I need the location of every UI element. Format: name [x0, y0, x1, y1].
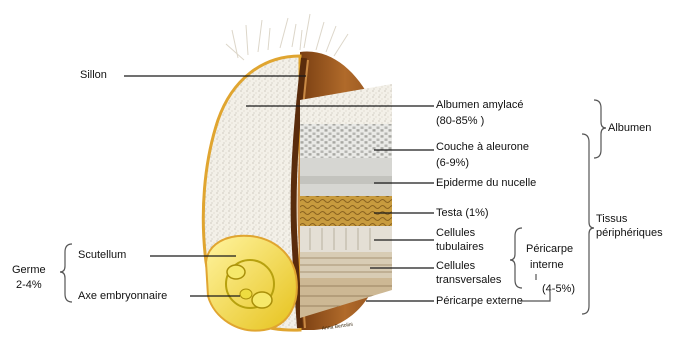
label-albumen-amylace-pct: (80-85% ): [436, 114, 484, 128]
label-scutellum: Scutellum: [78, 248, 126, 262]
layer-testa: [300, 196, 392, 226]
label-cellules-tubulaires-2: tubulaires: [436, 240, 484, 254]
label-cellules-tubulaires-1: Cellules: [436, 226, 475, 240]
brush-hairs: [226, 14, 348, 60]
label-albumen: Albumen: [608, 121, 651, 135]
label-pericarpe-interne-1: Péricarpe: [526, 242, 573, 256]
label-pericarpe-pct: (4-5%): [542, 282, 575, 296]
layer-aleurone: [300, 124, 392, 158]
label-sillon: Sillon: [80, 68, 107, 82]
label-cellules-transversales-2: transversales: [436, 273, 501, 287]
label-albumen-amylace: Albumen amylacé: [436, 98, 523, 112]
label-couche-aleurone: Couche à aleurone: [436, 140, 529, 154]
label-couche-aleurone-pct: (6-9%): [436, 156, 469, 170]
label-axe-embryonnaire: Axe embryonnaire: [78, 289, 167, 303]
layer-cutaway: [300, 84, 392, 318]
label-epiderme-nucelle: Epiderme du nucelle: [436, 176, 536, 190]
label-cellules-transversales-1: Cellules: [436, 259, 475, 273]
label-tissus-2: périphériques: [596, 226, 663, 240]
label-pericarpe-interne-2: interne: [530, 258, 564, 272]
label-pericarpe-externe: Péricarpe externe: [436, 294, 523, 308]
label-germe-1: Germe: [12, 263, 46, 277]
germ: [206, 236, 297, 331]
label-tissus-1: Tissus: [596, 212, 627, 226]
label-germe-2: 2-4%: [16, 278, 42, 292]
label-testa: Testa (1%): [436, 206, 489, 220]
